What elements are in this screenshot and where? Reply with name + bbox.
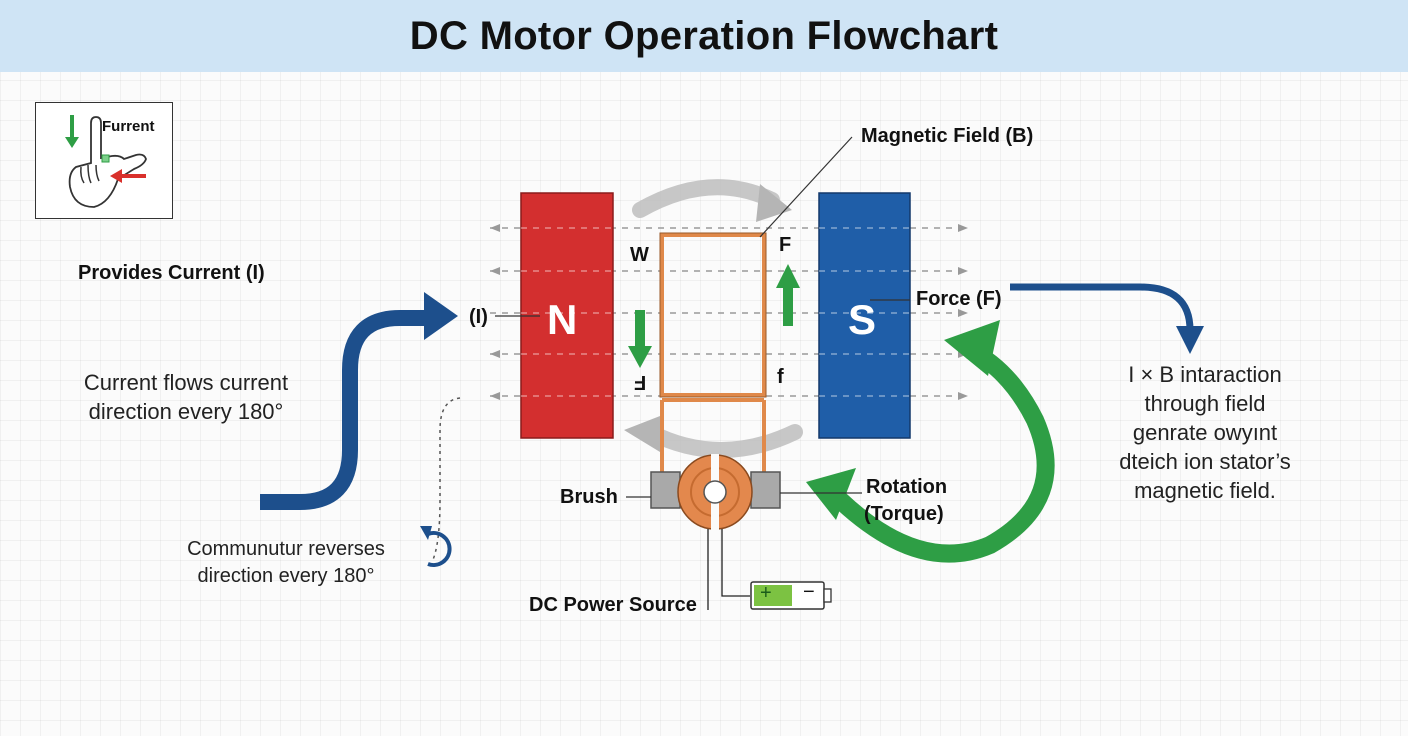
battery [750,581,832,610]
title-bar: DC Motor Operation Flowchart [0,0,1408,72]
force-output-arrow [1010,283,1194,331]
coil-label-top-left: W [630,244,649,266]
battery-minus: − [803,581,815,603]
torque-rotation-arrow-head-top [944,320,1000,376]
rotation-arc-bottom [642,424,803,458]
commutator [677,454,753,530]
cycle-icon [420,526,452,567]
interaction-note: I × B intaraction through field genrate … [1090,360,1320,505]
current-flow-note-line: direction every 180° [88,399,284,424]
rotation-arc-top [632,179,780,218]
coil-label-bottom-left: F [634,371,647,393]
brush-right [750,471,781,509]
interaction-note-line: through field [1144,391,1266,416]
rotation-arc-bottom-head [624,416,660,452]
dc-power-source-label: DC Power Source [529,594,697,616]
torque-rotation-arrow [833,341,1055,563]
current-flow-note-line: Current flows current [83,370,289,395]
rotation-arc-top-head [756,184,792,222]
force-arrow-down [628,310,652,368]
right-hand-rule-box: Furrent [35,102,173,219]
interaction-note-line: genrate owyınt [1132,420,1278,445]
brush-label: Brush [560,486,618,508]
armature-coil-outline [659,232,767,398]
rotation-label: Rotation [866,476,948,498]
interaction-note-line: I × B intaraction [1128,362,1282,387]
provides-current-label: Provides Current (I) [78,262,265,284]
magnetic-field-label: Magnetic Field (B) [861,125,1034,147]
south-magnet [818,192,911,439]
current-flow-note: Current flows current direction every 18… [56,368,316,426]
current-flow-arrow [260,310,428,510]
coil-label-top-right: F [779,234,792,256]
commutator-note-line: direction every 180° [197,565,375,587]
force-arrow-up [776,264,800,326]
power-wires [707,529,750,610]
leader-lines [495,136,910,498]
right-hand-rule-label: Furrent [102,118,155,135]
brush-left [650,471,681,509]
commutator-note: Communutur reverses direction every 180° [170,536,402,590]
force-output-arrow-head [1176,326,1204,354]
south-pole-label: S [848,296,877,343]
battery-plus: + [760,582,772,604]
interaction-note-line: magnetic field. [1134,478,1276,503]
armature-coil [660,233,766,478]
torque-rotation-arrow-head-bottom [806,468,856,520]
current-marker-label: (I) [469,306,488,328]
page-title: DC Motor Operation Flowchart [409,13,999,58]
right-hand-rule-icon [65,115,147,208]
coil-label-bottom-right: f [777,366,784,388]
north-pole-label: N [547,296,578,343]
commutator-note-line: Communutur reverses [187,538,385,560]
current-flow-arrow-head [424,292,458,340]
force-label: Force (F) [916,288,1002,310]
torque-label: (Torque) [864,503,944,525]
interaction-note-line: dteich ion stator’s [1119,449,1291,474]
field-lines-over-magnets [521,227,910,397]
